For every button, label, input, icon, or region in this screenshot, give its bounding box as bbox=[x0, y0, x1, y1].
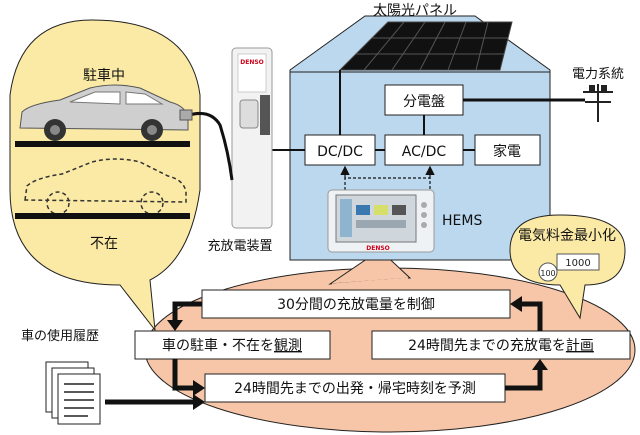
appliances-label: 家電 bbox=[493, 143, 521, 160]
plan-step-box bbox=[371, 330, 631, 360]
charger-label: 充放電装置 bbox=[207, 238, 272, 254]
parked-label: 駐車中 bbox=[83, 67, 125, 84]
utility-pole bbox=[583, 84, 613, 122]
acdc-label: AC/DC bbox=[402, 144, 447, 160]
charger-brand: DENSO bbox=[240, 59, 264, 66]
acdc-box bbox=[384, 134, 464, 166]
absent-label: 不在 bbox=[90, 236, 118, 252]
arrow-observe-to-predict bbox=[172, 359, 195, 391]
dcdc-label: DC/DC bbox=[317, 144, 363, 160]
charger-device: DENSO bbox=[231, 47, 273, 229]
svg-text:100: 100 bbox=[540, 269, 555, 278]
usage-history-label: 車の使用履歴 bbox=[21, 328, 99, 344]
hems-device: DENSO bbox=[327, 189, 435, 253]
plan-step-label: 24時間先までの充放電を計画 bbox=[408, 338, 594, 354]
hems-label: HEMS bbox=[442, 213, 482, 229]
arrow-predict-to-plan bbox=[505, 368, 543, 391]
cost-min-label: 電気料金最小化 bbox=[518, 228, 616, 244]
charging-cable bbox=[185, 112, 234, 181]
distribution-board-label: 分電盤 bbox=[403, 94, 445, 110]
parked-car bbox=[15, 84, 190, 147]
control-step-box bbox=[201, 289, 511, 319]
hems-brand: DENSO bbox=[366, 245, 390, 252]
money-icon: 1000 100 bbox=[538, 253, 600, 282]
grid-label: 電力系統 bbox=[572, 67, 624, 82]
arrow-control-to-observe bbox=[172, 301, 202, 322]
document-stack-icon bbox=[45, 361, 101, 425]
vehicle-status-bubble bbox=[9, 19, 201, 332]
solar-panel bbox=[338, 21, 513, 71]
appliances-box bbox=[474, 134, 541, 166]
observe-step-label: 車の駐車・不在を観測 bbox=[162, 337, 302, 354]
arrow-plan-to-control bbox=[520, 301, 543, 331]
observe-step-box bbox=[134, 330, 331, 360]
predict-step-label: 24時間先までの出発・帰宅時刻を予測 bbox=[234, 380, 476, 397]
control-step-label: 30分間の充放電量を制御 bbox=[277, 297, 435, 313]
svg-text:1000: 1000 bbox=[565, 258, 590, 269]
solar-panel-label: 太陽光パネル bbox=[373, 3, 457, 19]
